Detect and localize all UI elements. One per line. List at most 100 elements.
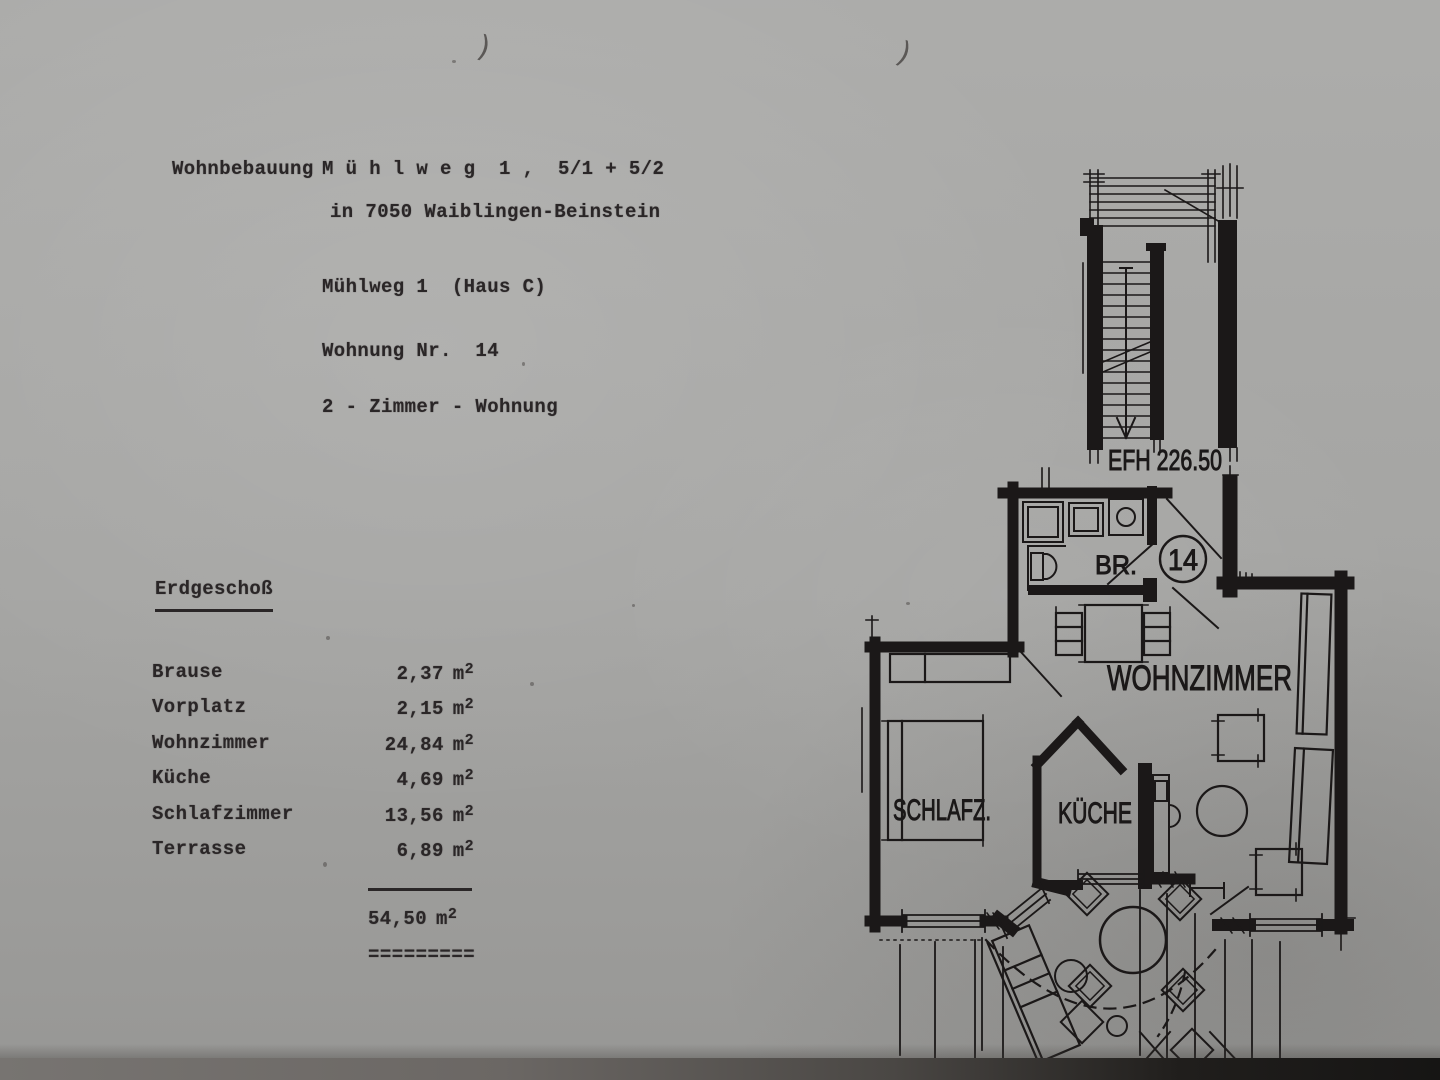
room-area: 13,56 m2 <box>324 803 474 827</box>
bedroom-door <box>1018 649 1063 698</box>
room-area-unit-exp: 2 <box>464 767 474 785</box>
paper-edge-shadow <box>0 1044 1440 1060</box>
title-label: Wohnbebauung <box>172 158 314 180</box>
room-area-unit: m <box>452 839 465 862</box>
terrace-chair <box>1064 871 1110 917</box>
room-area-value: 13,56 <box>384 804 444 827</box>
house-line: Mühlweg 1 (Haus C) <box>322 276 547 298</box>
type-line: 2 - Zimmer - Wohnung <box>322 396 559 418</box>
room-name: Vorplatz <box>152 696 247 719</box>
unit-number-label: 14 <box>1168 544 1198 577</box>
kitchen-label: KÜCHE <box>1058 797 1132 830</box>
lounger <box>986 923 1082 1065</box>
washbasin <box>1068 502 1104 537</box>
room-area-unit-exp: 2 <box>464 802 474 820</box>
terrace-chair <box>1059 999 1105 1045</box>
shower <box>1022 501 1064 543</box>
apartment-line: Wohnung Nr. 14 <box>322 340 500 362</box>
address-line: in 7050 Waiblingen-Beinstein <box>330 201 661 223</box>
bedroom-furniture <box>881 652 1012 847</box>
armchair <box>1249 842 1304 902</box>
room-name: Terrasse <box>152 837 247 860</box>
stair-treads-upper <box>1089 177 1216 227</box>
room-area-value: 2,37 <box>396 663 444 685</box>
round-side-table <box>1054 959 1088 993</box>
terrace-chair <box>1067 963 1113 1009</box>
room-area-unit-exp: 2 <box>464 731 474 749</box>
section-title: Erdgeschoß <box>155 578 274 612</box>
total-rule <box>368 888 472 891</box>
photo-edge-strip <box>0 1058 1440 1080</box>
room-area-value: 2,15 <box>396 698 444 721</box>
room-area-unit: m <box>452 698 465 721</box>
apartment-walls <box>864 474 1355 938</box>
total-area-value: 54,50 <box>368 908 428 930</box>
speck <box>530 682 534 686</box>
room-name: Wohnzimmer <box>152 731 271 754</box>
sink <box>1167 803 1181 829</box>
room-area-value: 24,84 <box>384 733 444 756</box>
room-area-unit-exp: 2 <box>464 837 474 855</box>
bedroom-label: SCHLAFZ. <box>893 794 991 827</box>
room-name: Schlafzimmer <box>152 802 294 825</box>
wardrobe <box>888 652 1012 684</box>
room-area-unit: m <box>452 663 465 685</box>
stairwell <box>1080 163 1244 464</box>
room-area: 4,69 m2 <box>324 767 474 791</box>
living-furniture <box>1054 592 1335 902</box>
room-area-unit: m <box>452 769 465 792</box>
speck <box>323 862 327 867</box>
terrace-chair <box>1160 967 1206 1013</box>
total-area: 54,50 m2 <box>368 906 457 930</box>
speck <box>326 636 330 640</box>
terrace-arc <box>984 938 1217 1010</box>
dining-table <box>1054 603 1172 664</box>
room-area-unit-exp: 2 <box>464 661 474 678</box>
entrance-door <box>1165 497 1223 560</box>
room-area-value: 4,69 <box>396 769 444 792</box>
kitchen-counter <box>1152 774 1170 874</box>
speck <box>452 60 456 63</box>
unit-number-circle <box>1158 534 1208 584</box>
speck <box>522 362 525 366</box>
paving-lines <box>899 889 1281 1071</box>
stair-wall-left <box>1087 225 1103 450</box>
speck <box>906 602 910 605</box>
pen-mark: ) <box>891 35 916 72</box>
washing-machine <box>1108 498 1144 536</box>
room-area: 2,37 m2 <box>324 661 474 685</box>
terrace-chair <box>1157 876 1203 922</box>
doors <box>1018 497 1250 916</box>
toilet <box>1030 552 1058 581</box>
windows <box>879 869 1323 941</box>
room-name: Küche <box>152 767 212 790</box>
terrace-door <box>1209 885 1250 916</box>
hall-living-door <box>1171 586 1220 630</box>
title-value: M ü h l w e g 1 , 5/1 + 5/2 <box>322 158 665 180</box>
bath-label: BR. <box>1095 550 1137 580</box>
table-row: Küche 4,69 m2 <box>152 767 474 802</box>
bath-door <box>1106 540 1157 586</box>
total-area-unit: m <box>436 908 448 930</box>
living-label: WOHNZIMMER <box>1107 659 1292 698</box>
kitchen-fixtures <box>1152 774 1181 874</box>
table-row: Schlafzimmer 13,56 m2 <box>152 803 474 838</box>
room-area: 2,15 m2 <box>324 696 474 720</box>
terrace-table <box>1098 905 1168 975</box>
table-row: Vorplatz 2,15 m2 <box>152 696 474 731</box>
armchair <box>1211 708 1266 768</box>
stair-wall-mid <box>1150 250 1164 440</box>
room-name: Brause <box>152 661 223 683</box>
side-table <box>1195 784 1249 838</box>
room-area-unit-exp: 2 <box>464 696 474 714</box>
total-area-unit-exp: 2 <box>447 906 458 923</box>
terrace-furniture <box>899 871 1281 1073</box>
room-area-unit: m <box>452 804 465 827</box>
speck <box>632 604 635 607</box>
